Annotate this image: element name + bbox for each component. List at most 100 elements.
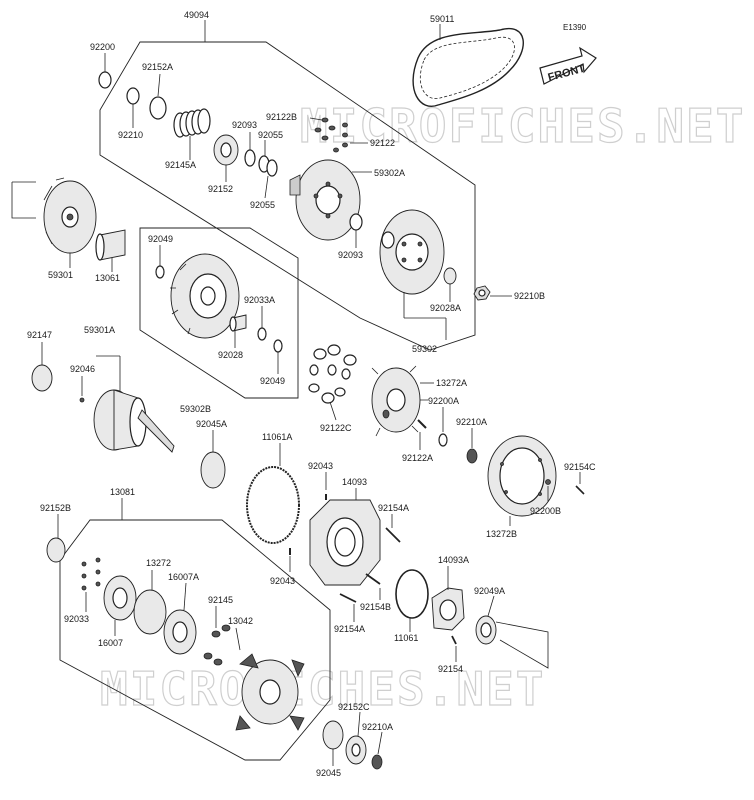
label-14093: 14093 (342, 477, 367, 487)
label-92043-top: 92043 (308, 461, 333, 471)
oring-92049-top (155, 265, 165, 279)
group-59302B-outline (139, 227, 299, 399)
label-92043-bot: 92043 (270, 576, 295, 586)
drive-belt-59011 (412, 27, 524, 107)
bearing-92152C (345, 735, 367, 765)
seal-92049A (475, 615, 549, 669)
nut-92210A-mid (466, 448, 478, 464)
pin-92046 (79, 397, 85, 403)
label-16007A: 16007A (168, 572, 199, 582)
label-59011: 59011 (430, 14, 454, 24)
spider-59302B (170, 253, 240, 339)
label-16007: 16007 (98, 638, 123, 648)
front-arrow-icon: FRONT (539, 46, 597, 85)
label-59301A: 59301A (84, 325, 115, 335)
label-13042: 13042 (228, 616, 253, 626)
label-92147: 92147 (27, 330, 52, 340)
label-92093-top: 92093 (232, 120, 257, 130)
label-92154B: 92154B (360, 602, 391, 612)
label-92049A: 92049A (474, 586, 505, 596)
label-13272A: 13272A (436, 378, 467, 388)
label-92152B: 92152B (40, 503, 71, 513)
nut-92210A-bot (371, 754, 383, 770)
label-11061A: 11061A (262, 432, 292, 442)
springs-92145 (203, 624, 231, 666)
label-92152A: 92152A (142, 62, 173, 72)
label-59302: 59302 (412, 344, 437, 354)
label-92045: 92045 (316, 768, 341, 778)
label-92122A: 92122A (402, 453, 433, 463)
label-92200B: 92200B (530, 506, 561, 516)
oring-92055-b (266, 159, 278, 177)
label-11061: 11061 (394, 633, 418, 643)
label-13272B: 13272B (486, 529, 517, 539)
sleeve-13061 (95, 229, 126, 261)
washer-92200A (438, 433, 448, 447)
label-92145: 92145 (208, 595, 233, 605)
seal-92045A (200, 451, 226, 489)
plate-16007 (103, 575, 137, 621)
oring-92049-mid (273, 339, 283, 353)
label-92046: 92046 (70, 364, 95, 374)
bolt-92154A-top (385, 527, 401, 543)
diagram-code: E1390 (563, 23, 587, 32)
label-92055-top: 92055 (258, 130, 283, 140)
label-92055-bot: 92055 (250, 200, 275, 210)
label-92210A-bot: 92210A (362, 722, 393, 732)
clutch-13042 (235, 653, 305, 731)
screw-92154C (575, 485, 585, 495)
label-92033A: 92033A (244, 295, 275, 305)
washer-92200 (98, 71, 112, 89)
label-92200A: 92200A (428, 396, 459, 406)
fixed-sheave-59302 (379, 209, 445, 295)
oring-92093-top (244, 149, 256, 167)
label-59302B: 59302B (180, 404, 211, 414)
group-13081-outline (59, 519, 331, 761)
sheave-59301 (11, 177, 97, 254)
balls-92033 (81, 557, 101, 591)
label-92210A-mid: 92210A (456, 417, 487, 427)
oring-92093-mid (349, 213, 363, 231)
label-13061: 13061 (95, 273, 120, 283)
watermark-top: MICROFICHES.NET (300, 99, 745, 153)
seal-92147 (31, 364, 53, 392)
bolt-92154B (365, 573, 381, 585)
label-92145A: 92145A (165, 160, 196, 170)
rollers-92122C (308, 344, 357, 404)
label-92122C: 92122C (320, 423, 352, 433)
oring-92033A (257, 327, 267, 341)
label-13272: 13272 (146, 558, 171, 568)
bushing-92028 (229, 314, 247, 332)
plate-16007A (163, 609, 197, 655)
rollers-92122 (314, 117, 348, 153)
cam-13272A (371, 365, 428, 437)
label-92028: 92028 (218, 350, 243, 360)
cover-14093A (431, 587, 465, 631)
cover-14093 (309, 499, 381, 586)
bushing-92152 (213, 134, 239, 166)
watermark-bottom: MICROFICHES.NET (100, 662, 545, 716)
label-92210: 92210 (118, 130, 143, 140)
label-92200: 92200 (90, 42, 115, 52)
label-92154: 92154 (438, 664, 463, 674)
label-92049-mid: 92049 (260, 376, 285, 386)
gasket-11061 (395, 569, 429, 619)
label-49094: 49094 (184, 10, 209, 20)
bolt-92154A-bot (339, 593, 357, 603)
bolt-92122A (417, 419, 427, 429)
leader-lines (41, 20, 581, 766)
label-92154C: 92154C (564, 462, 596, 472)
label-13081: 13081 (110, 487, 135, 497)
label-59302A: 59302A (374, 168, 405, 178)
plate-13272B (487, 435, 557, 517)
gasket-11061A (246, 466, 300, 544)
label-92033: 92033 (64, 614, 89, 624)
label-92152C: 92152C (338, 702, 370, 712)
shaft-assembly-59301A (93, 389, 175, 453)
label-92210B: 92210B (514, 291, 545, 301)
label-59301: 59301 (48, 270, 73, 280)
label-92154A-top: 92154A (378, 503, 409, 513)
label-92152: 92152 (208, 184, 233, 194)
seal-92045 (322, 720, 344, 750)
movable-sheave-59302A (289, 159, 361, 241)
